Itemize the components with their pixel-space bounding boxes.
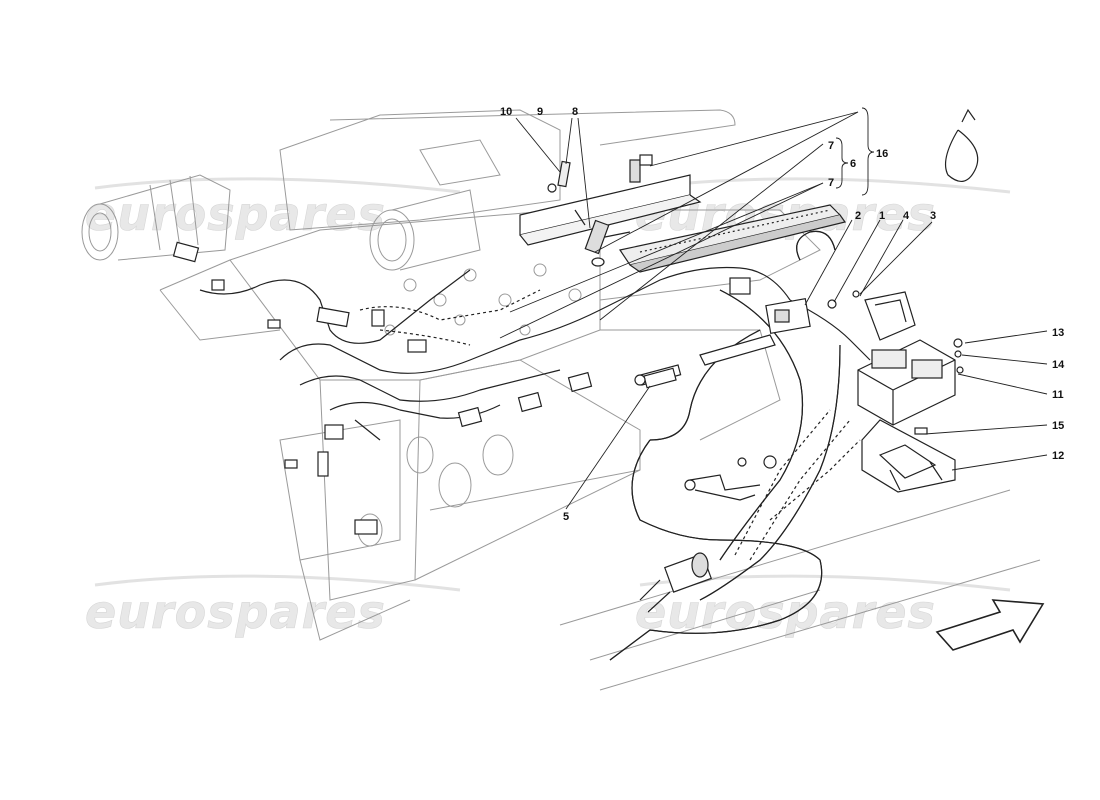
watermark-text: eurospares <box>85 585 386 639</box>
callout-3: 3 <box>930 210 936 222</box>
watermark-text: eurospares <box>635 585 936 639</box>
sensor-5 <box>634 367 677 389</box>
callout-7-top: 7 <box>828 140 834 152</box>
watermark-top-left: eurospares <box>85 177 461 241</box>
direction-arrow <box>935 599 1045 651</box>
fuel-injectors <box>584 154 653 267</box>
harness-connectors <box>172 241 751 535</box>
callout-2: 2 <box>855 210 861 222</box>
wiring-harness <box>199 230 871 661</box>
callout-9: 9 <box>537 106 543 118</box>
callout-14: 14 <box>1052 359 1065 371</box>
fuel-pump <box>639 455 777 613</box>
callout-13: 13 <box>1052 327 1064 339</box>
callout-numbers: 10 9 8 7 6 16 7 2 1 4 3 13 14 11 15 12 5 <box>500 106 1065 523</box>
watermark-text: eurospares <box>85 187 386 241</box>
fuel-rail <box>519 174 702 246</box>
connector-1-2 <box>699 290 860 366</box>
callout-11: 11 <box>1052 389 1064 401</box>
ecu-bracket <box>861 419 956 493</box>
callout-15: 15 <box>1052 420 1064 432</box>
callout-4: 4 <box>903 210 910 222</box>
callout-12: 12 <box>1052 450 1064 462</box>
engine-block-outline <box>81 109 1041 691</box>
callout-16: 16 <box>876 148 888 160</box>
leader-lines <box>499 107 1048 510</box>
cable-tie <box>945 108 979 182</box>
ignition-rail <box>619 204 847 273</box>
callout-5: 5 <box>563 511 569 523</box>
watermark-bottom-left: eurospares <box>85 574 461 639</box>
callout-10: 10 <box>500 106 512 118</box>
watermark-bottom-right: eurospares <box>635 574 1011 639</box>
ecu-unit <box>857 291 964 426</box>
callout-1: 1 <box>879 210 885 222</box>
callout-8: 8 <box>572 106 578 118</box>
callout-7-bottom: 7 <box>828 177 834 189</box>
callout-6: 6 <box>850 158 856 170</box>
